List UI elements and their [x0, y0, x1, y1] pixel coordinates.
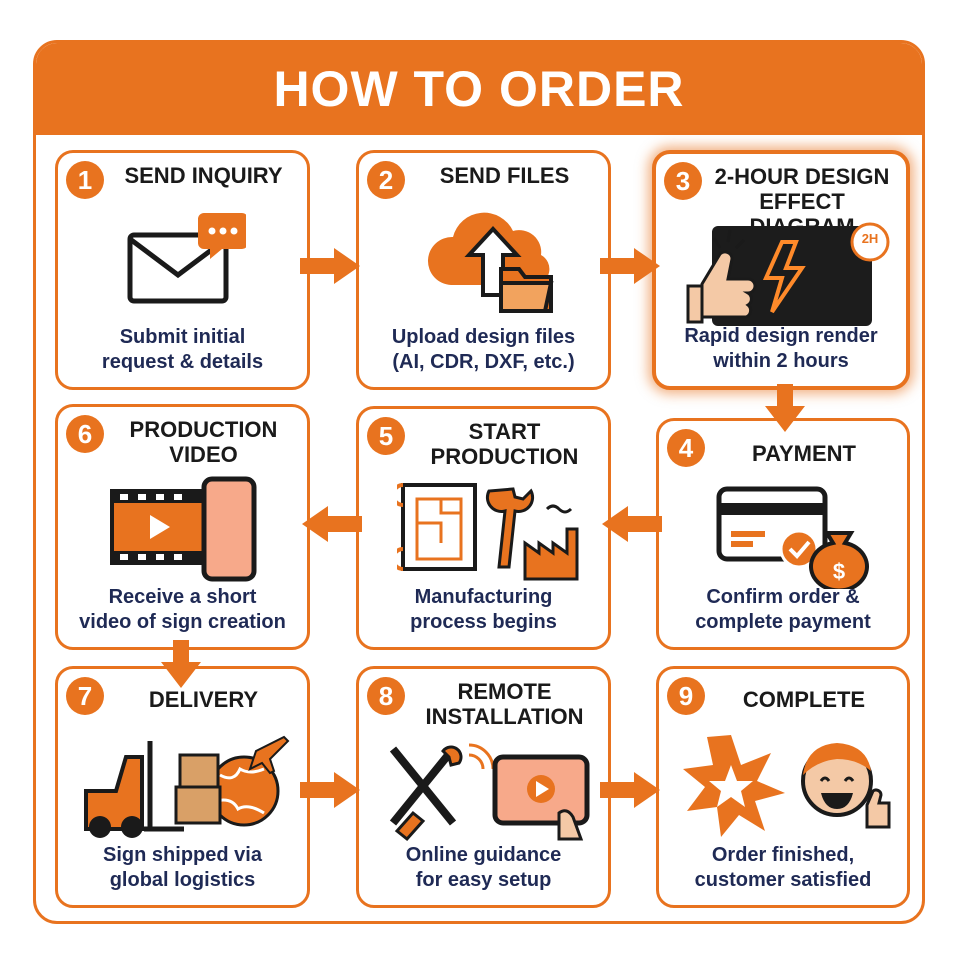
step-title: PRODUCTION VIDEO — [129, 417, 278, 467]
cloud-upload-folder-icon — [427, 212, 554, 313]
step-number-badge: 8 — [367, 677, 405, 715]
step-description: Receive a short video of sign creation — [79, 586, 286, 633]
step-description: Manufacturing process begins — [410, 586, 557, 633]
step-card-1: 1 SEND INQUIRY Submit initial request & … — [55, 150, 310, 390]
credit-card-money-bag-icon: $ — [716, 486, 869, 589]
step-description: Sign shipped via global logistics — [103, 844, 262, 891]
step-description: Order finished, customer satisfied — [694, 844, 872, 891]
step-number-badge: 3 — [664, 162, 702, 200]
step-title: COMPLETE — [742, 687, 866, 712]
step-card-2: 2 SEND FILES Upload design files (AI, CD… — [356, 150, 611, 390]
step-number-badge: 4 — [667, 429, 705, 467]
step-title: REMOTE INSTALLATION — [425, 679, 584, 729]
step-card-9: 9 COMPLETE Order finished, customer sati… — [656, 666, 910, 908]
step-card-8: 8 REMOTE INSTALLATION Online guidance fo… — [356, 666, 611, 908]
step-title: DELIVERY — [148, 687, 259, 712]
step-card-4: 4 PAYMENT $ Confirm order & complete pay… — [656, 418, 910, 650]
step-card-3: 3 2-HOUR DESIGN EFFECT DIAGRAM 2H Rapid … — [652, 150, 910, 390]
step-description: Submit initial request & details — [101, 326, 264, 373]
arrow-right-2-3 — [600, 248, 660, 284]
forklift-boxes-globe-plane-icon — [84, 735, 290, 838]
thumbs-up-neon-bolt-icon — [686, 222, 890, 326]
envelope-chat-icon — [127, 213, 246, 304]
step-description: Upload design files (AI, CDR, DXF, etc.) — [391, 326, 576, 373]
arrow-down-6-7 — [161, 640, 201, 688]
step-number-badge: 9 — [667, 677, 705, 715]
arrow-left-4-5 — [602, 506, 662, 542]
title-banner: HOW TO ORDER — [36, 43, 922, 135]
page-title: HOW TO ORDER — [273, 61, 685, 117]
blueprint-wrench-factory-icon — [397, 483, 579, 581]
arrow-right-7-8 — [300, 772, 360, 808]
step-description: Confirm order & complete payment — [695, 586, 871, 633]
step-card-5: 5 START PRODUCTION Manufacturing process… — [356, 406, 611, 650]
film-strip-phone-icon — [110, 476, 257, 582]
step-title: PAYMENT — [752, 441, 856, 466]
step-number-badge: 5 — [367, 417, 405, 455]
two-hour-badge: 2H — [861, 231, 879, 246]
step-description: Rapid design render within 2 hours — [684, 325, 878, 372]
step-number-badge: 1 — [66, 161, 104, 199]
step-description: Online guidance for easy setup — [405, 844, 562, 891]
step-number-badge: 7 — [66, 677, 104, 715]
step-number-badge: 2 — [367, 161, 405, 199]
tools-tablet-video-icon — [389, 743, 590, 842]
step-number-badge: 6 — [66, 415, 104, 453]
step-title: START PRODUCTION — [430, 419, 579, 469]
arrow-left-5-6 — [302, 506, 362, 542]
step-title: SEND INQUIRY — [124, 163, 283, 188]
svg-text:$: $ — [833, 559, 845, 584]
step-card-6: 6 PRODUCTION VIDEO Receive a short video… — [55, 404, 310, 650]
arrow-down-3-4 — [765, 384, 805, 432]
arrow-right-8-9 — [600, 772, 660, 808]
star-burst-happy-face-icon — [683, 735, 891, 837]
step-title: SEND FILES — [439, 163, 570, 188]
step-card-7: 7 DELIVERY Sign shipped via global logis… — [55, 666, 310, 908]
arrow-right-1-2 — [300, 248, 360, 284]
